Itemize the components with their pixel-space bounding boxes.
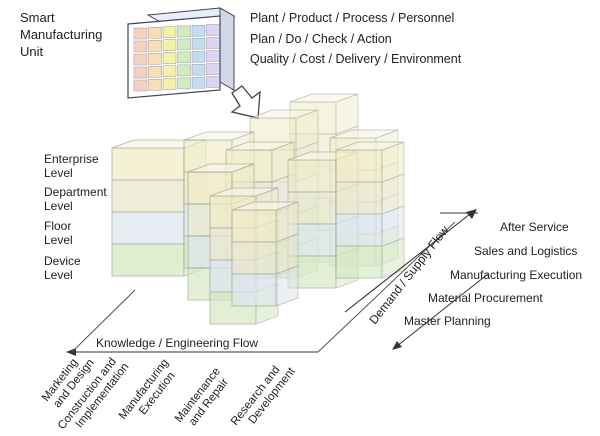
column-block-front [335, 181, 383, 215]
knowledge-flow-label: Knowledge / Engineering Flow [96, 336, 258, 350]
column-front-3 [231, 201, 299, 307]
unit-cell [191, 76, 206, 89]
unit-cell [177, 25, 191, 38]
unit-cell [191, 37, 206, 50]
supply-flow-arrow [344, 209, 489, 350]
unit-cell [206, 50, 220, 62]
column-block-top [289, 93, 359, 103]
column-block-front [111, 243, 185, 277]
level-enterprise-line-1: Enterprise [44, 152, 99, 166]
supply-stage-manufacturing-execution: Manufacturing Execution [450, 268, 582, 282]
column-block-side [275, 265, 299, 307]
unit-cell [162, 52, 177, 64]
column-block-top [209, 187, 279, 197]
supply-stage-master-planning: Master Planning [404, 314, 491, 328]
unit-cell [206, 63, 220, 75]
unit-cell [162, 39, 177, 51]
column-block-top [183, 131, 255, 141]
unit-cell [148, 27, 162, 39]
column-block-front [231, 241, 277, 275]
dimension-line-3: Quality / Cost / Delivery / Environment [250, 52, 462, 66]
level-device-line-1: Device [44, 254, 81, 268]
column-block-top [249, 109, 319, 119]
lifecycle-maintenance-repair: Maintenance and Repair [173, 366, 231, 429]
unit-title-line-1: Smart [20, 10, 55, 25]
unit-cell [148, 40, 162, 52]
level-floor-line-2: Level [44, 233, 73, 247]
lifecycle-research-development: Research and Development [229, 364, 298, 428]
unit-cell [162, 78, 177, 90]
level-department-line-1: Department [44, 185, 107, 199]
unit-cell [177, 51, 191, 64]
unit-cell [162, 65, 177, 77]
column-block-front [335, 245, 383, 279]
unit-cell [177, 64, 191, 77]
level-floor-line-1: Floor [44, 219, 71, 233]
column-block-front [111, 179, 185, 213]
column-block-top [329, 129, 399, 139]
unit-cell [206, 76, 220, 88]
level-device-line-2: Level [44, 268, 73, 282]
unit-cell [191, 63, 206, 76]
supply-stage-material-procurement: Material Procurement [428, 291, 543, 305]
column-main-5 [335, 141, 405, 279]
column-block-front [231, 273, 277, 307]
column-block-top [225, 141, 295, 151]
supply-stage-sales-logistics: Sales and Logistics [474, 244, 577, 258]
level-enterprise-line-2: Level [44, 166, 73, 180]
unit-cell [177, 77, 191, 90]
unit-cell [191, 50, 206, 63]
unit-cell [133, 66, 148, 79]
unit-cell [133, 53, 148, 66]
unit-cell [148, 66, 162, 78]
column-block-top [231, 201, 299, 211]
unit-cell [148, 79, 162, 91]
column-block-front [289, 101, 337, 135]
unit-cell [148, 53, 162, 65]
unit-cell [177, 38, 191, 51]
column-block-front [335, 149, 383, 183]
insert-arrow-icon [230, 85, 261, 119]
column-block-front [231, 209, 277, 243]
unit-cell [206, 24, 220, 36]
unit-cell [133, 79, 148, 92]
column-block-front [335, 213, 383, 247]
unit-cell [191, 24, 206, 37]
column-block-front [287, 159, 337, 193]
unit-title-line-3: Unit [20, 44, 44, 59]
unit-cell [133, 27, 148, 40]
dimension-line-1: Plant / Product / Process / Personnel [250, 11, 454, 25]
supply-stage-after-service: After Service [500, 220, 569, 234]
column-block-front [111, 211, 185, 245]
column-block-front [111, 147, 185, 181]
unit-cell [133, 40, 148, 53]
unit-cell [162, 26, 177, 38]
dimension-line-2: Plan / Do / Check / Action [250, 32, 392, 46]
column-block-top [187, 163, 255, 173]
unit-title-line-2: Manufacturing [20, 27, 102, 42]
level-department-line-2: Level [44, 199, 73, 213]
column-block-top [335, 141, 405, 151]
unit-cube [127, 7, 236, 99]
unit-cell [206, 37, 220, 49]
level-columns [111, 93, 405, 325]
